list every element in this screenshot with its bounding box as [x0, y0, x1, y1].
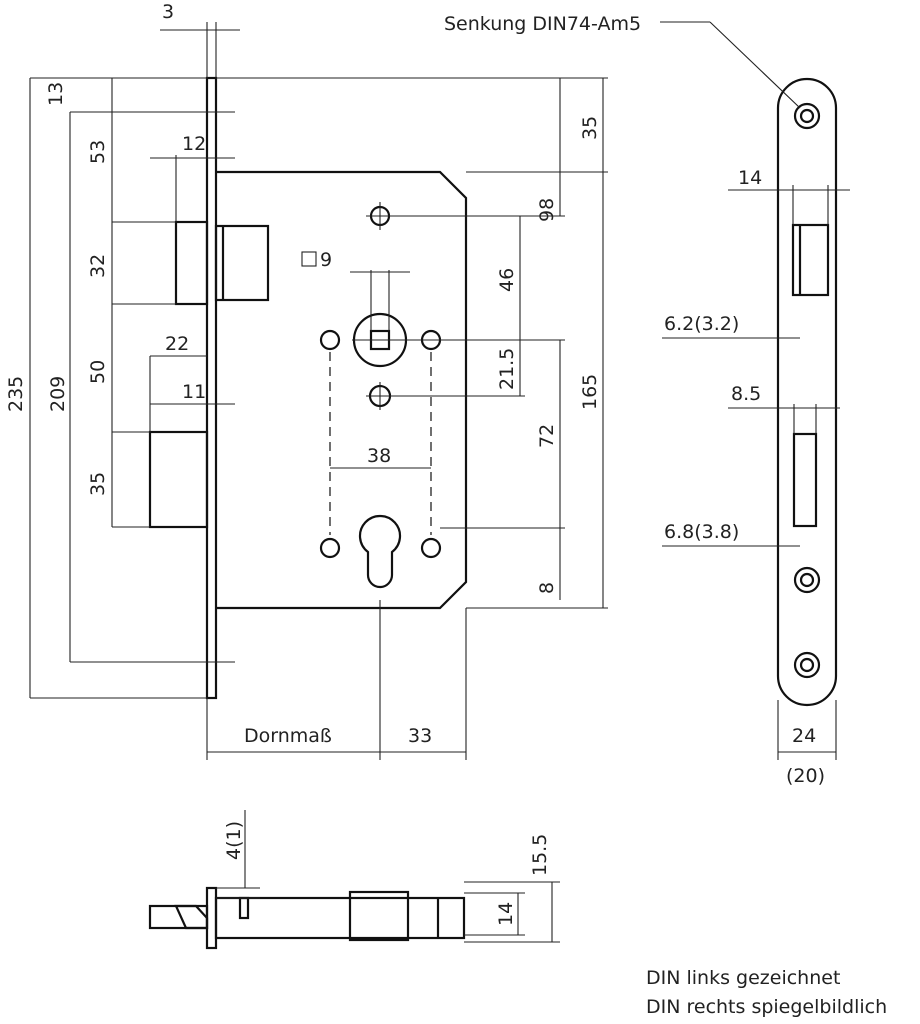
dim-8: 8 [536, 582, 558, 594]
dim-165: 165 [579, 374, 601, 410]
dim-14-bottom: 14 [495, 902, 517, 926]
dim-15-5: 15.5 [529, 834, 551, 876]
dim-33: 33 [408, 725, 432, 747]
dim-98: 98 [536, 198, 558, 222]
dim-209: 209 [47, 376, 69, 412]
dim-3: 3 [162, 1, 174, 23]
square-symbol [301, 251, 317, 267]
note-din-right: DIN rechts spiegelbildlich [646, 996, 887, 1018]
cylinder-cutout [358, 514, 402, 589]
latch-inner [214, 224, 270, 302]
dim-72: 72 [536, 424, 558, 448]
dim-38: 38 [367, 445, 391, 467]
bottom-view [148, 810, 560, 950]
hole-left-upper [319, 329, 341, 351]
dim-24: 24 [792, 725, 816, 747]
side-screw-top [793, 102, 821, 130]
dim-46: 46 [496, 268, 518, 292]
dim-12: 12 [182, 133, 206, 155]
dim-6-8: 6.8(3.8) [664, 521, 739, 543]
bottom-faceplate [205, 886, 218, 950]
dim-21-5: 21.5 [496, 348, 518, 390]
dim-32: 32 [87, 254, 109, 278]
note-din-left: DIN links gezeichnet [646, 967, 840, 989]
dim-235: 235 [5, 376, 27, 412]
lock-case [216, 170, 468, 610]
bolt [148, 430, 209, 529]
side-view [660, 21, 850, 760]
hole-right-lower [420, 537, 442, 559]
dim-11: 11 [182, 381, 206, 403]
dim-8-5: 8.5 [731, 383, 761, 405]
note-countersink: Senkung DIN74-Am5 [444, 13, 641, 35]
dim-20: (20) [786, 765, 825, 787]
side-bolt [792, 432, 818, 528]
latch [174, 220, 209, 306]
dim-4-1: 4(1) [223, 821, 245, 860]
side-screw-bottom [793, 651, 821, 679]
dim-35-bolt: 35 [87, 472, 109, 496]
bottom-case [214, 896, 466, 940]
dim-6-2: 6.2(3.2) [664, 313, 739, 335]
side-faceplate [776, 77, 838, 707]
hole-left-lower [319, 537, 341, 559]
dim-50: 50 [87, 360, 109, 384]
front-view [29, 22, 608, 760]
dim-13: 13 [45, 82, 67, 106]
dim-14-side: 14 [738, 167, 762, 189]
side-latch [791, 223, 830, 297]
side-screw-middle [793, 566, 821, 594]
dim-53: 53 [87, 140, 109, 164]
dim-9: 9 [320, 249, 332, 271]
dimension-labels: 3 13 53 12 32 22 11 50 35 235 209 35 98 … [5, 1, 887, 1018]
dim-35-top: 35 [579, 116, 601, 140]
faceplate [205, 76, 218, 700]
dim-22: 22 [165, 333, 189, 355]
dim-dornmass: Dornmaß [244, 725, 332, 747]
